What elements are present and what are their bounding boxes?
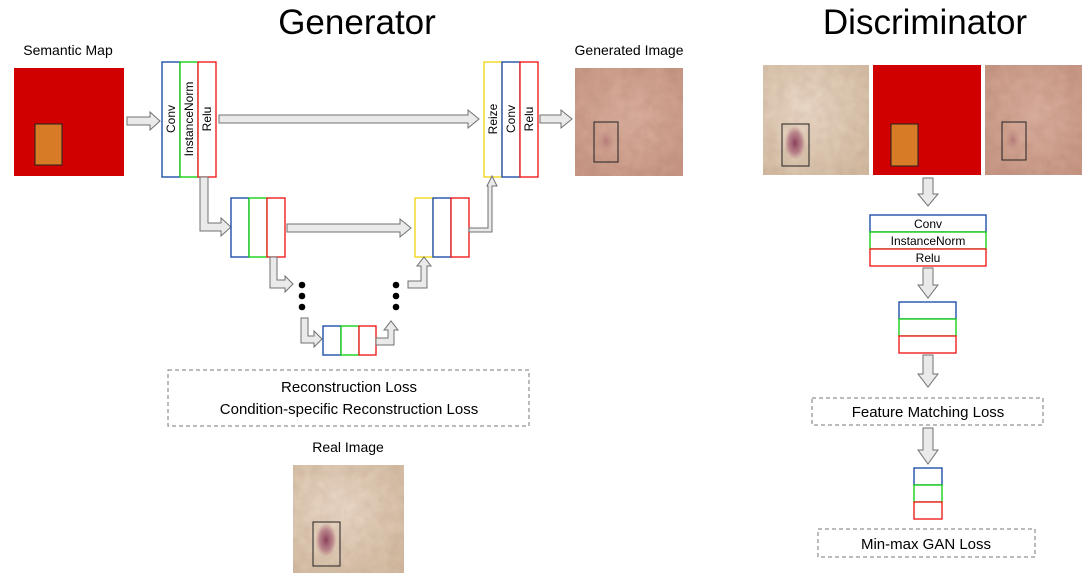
semantic-map-label: Semantic Map <box>23 42 113 58</box>
disc-conv-label: Conv <box>914 217 942 231</box>
disc-relu-label: Relu <box>916 251 941 265</box>
encoder-relu-label: Relu <box>200 107 214 132</box>
gan-loss-label: Min-max GAN Loss <box>861 536 991 553</box>
skip-arrow-level-2 <box>286 217 412 239</box>
disc-arrow-1 <box>916 177 940 207</box>
discriminator-semantic-map <box>873 65 981 175</box>
decoder-relu-label: Relu <box>522 107 536 132</box>
decoder-resize-label: Reize <box>486 103 500 134</box>
disc-block-2 <box>898 301 957 354</box>
up-arrow-bottleneck <box>375 320 400 346</box>
generated-image <box>575 68 683 176</box>
arrow-map-to-encoder <box>126 110 161 132</box>
reconstruction-loss-box: Reconstruction Loss Condition-specific R… <box>167 369 530 427</box>
disc-arrow-2 <box>916 267 940 299</box>
ellipsis-left <box>298 281 306 311</box>
skip-arrow-level-1 <box>218 108 480 130</box>
disc-block-3 <box>913 467 943 520</box>
disc-arrow-3 <box>916 354 940 388</box>
bottleneck-block <box>322 325 377 356</box>
down-arrow-encoder-2 <box>269 256 294 294</box>
decoder-conv-label: Conv <box>504 105 518 133</box>
feature-matching-loss-label: Feature Matching Loss <box>852 404 1005 421</box>
semantic-map <box>14 68 124 176</box>
reconstruction-loss-label: Reconstruction Loss <box>281 379 417 396</box>
encoder-block-1: Conv InstanceNorm Relu <box>161 61 217 178</box>
disc-block-1: Conv InstanceNorm Relu <box>869 214 987 267</box>
gan-loss-box: Min-max GAN Loss <box>817 528 1036 558</box>
real-image-label: Real Image <box>312 439 384 455</box>
disc-instancenorm-label: InstanceNorm <box>891 234 966 248</box>
feature-matching-loss-box: Feature Matching Loss <box>811 397 1044 426</box>
discriminator-title: Discriminator <box>823 3 1028 42</box>
encoder-conv-label: Conv <box>164 105 178 133</box>
up-arrow-decoder-2 <box>468 174 498 233</box>
generator-title: Generator <box>278 3 436 42</box>
down-arrow-encoder-1 <box>199 176 232 238</box>
ellipsis-right <box>392 281 400 311</box>
encoder-instancenorm-label: InstanceNorm <box>182 82 196 157</box>
real-image <box>293 465 404 573</box>
down-arrow-bottleneck <box>300 317 323 349</box>
generated-image-label: Generated Image <box>575 42 684 58</box>
encoder-block-2 <box>230 197 286 258</box>
discriminator-generated-image <box>985 65 1082 175</box>
decoder-block-2 <box>414 197 470 258</box>
arrow-decoder-to-output <box>539 108 573 130</box>
condition-specific-loss-label: Condition-specific Reconstruction Loss <box>220 401 478 418</box>
discriminator-real-image <box>763 65 869 175</box>
disc-arrow-4 <box>917 427 939 465</box>
decoder-block-1: Reize Conv Relu <box>483 61 539 178</box>
up-arrow-decoder-ellipsis <box>407 256 433 289</box>
